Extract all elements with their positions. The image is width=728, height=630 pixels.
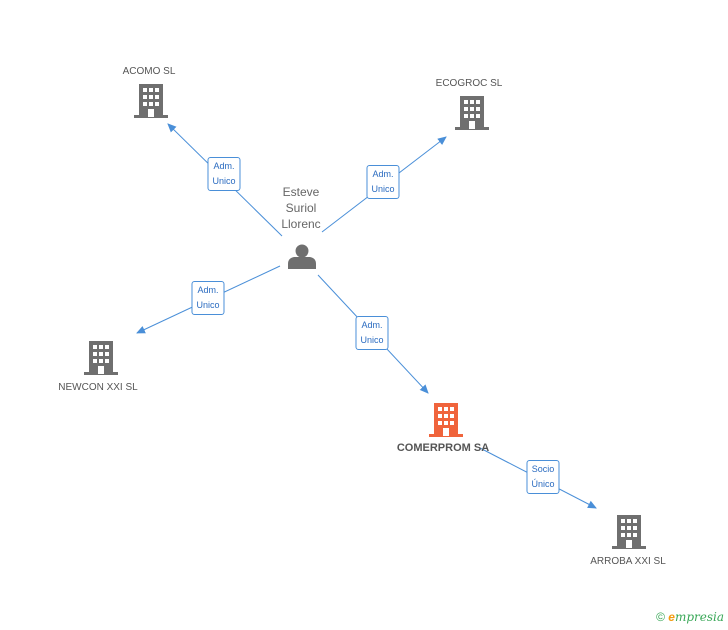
edge-role-line-2: Unico bbox=[212, 176, 236, 186]
building-icon-arroba[interactable] bbox=[612, 515, 646, 549]
edge-role-arroba[interactable]: Socio Único bbox=[526, 460, 560, 494]
person-icon[interactable] bbox=[288, 244, 316, 270]
footer-brand[interactable]: © empresia bbox=[656, 610, 724, 624]
edge-role-line-1: Adm. bbox=[197, 285, 219, 295]
person-name-line-1: Esteve bbox=[282, 185, 320, 199]
edge-role-line-1: Socio bbox=[531, 464, 555, 474]
brand-name: mpresia bbox=[674, 610, 724, 624]
building-icon-comerprom[interactable] bbox=[429, 403, 463, 437]
copyright-icon: © bbox=[656, 610, 665, 624]
person-name[interactable]: Esteve Suriol Llorenc bbox=[271, 184, 331, 232]
person-name-line-2: Suriol bbox=[285, 201, 317, 215]
edge-role-line-2: Unico bbox=[196, 300, 220, 310]
edge-role-comerprom[interactable]: Adm. Unico bbox=[355, 316, 389, 350]
building-icon-acomo[interactable] bbox=[134, 84, 168, 118]
edge-role-ecogroc[interactable]: Adm. Unico bbox=[366, 165, 400, 199]
company-label-newcon[interactable]: NEWCON XXI SL bbox=[58, 382, 138, 393]
company-label-arroba[interactable]: ARROBA XXI SL bbox=[590, 556, 666, 567]
edge-role-line-1: Adm. bbox=[213, 161, 235, 171]
edge-role-line-1: Adm. bbox=[361, 320, 383, 330]
company-label-comerprom[interactable]: COMERPROM SA bbox=[396, 442, 490, 454]
person-name-line-3: Llorenc bbox=[281, 217, 321, 231]
edge-role-line-2: Único bbox=[531, 479, 555, 489]
brand-logo-initial: e bbox=[668, 610, 675, 624]
edge-role-line-2: Unico bbox=[371, 184, 395, 194]
company-label-acomo[interactable]: ACOMO SL bbox=[122, 66, 176, 77]
edge-role-newcon[interactable]: Adm. Unico bbox=[191, 281, 225, 315]
edge-role-acomo[interactable]: Adm. Unico bbox=[207, 157, 241, 191]
edge-role-line-1: Adm. bbox=[372, 169, 394, 179]
building-icon-newcon[interactable] bbox=[84, 341, 118, 375]
building-icon-ecogroc[interactable] bbox=[455, 96, 489, 130]
company-label-ecogroc[interactable]: ECOGROC SL bbox=[435, 78, 503, 89]
edge-role-line-2: Unico bbox=[360, 335, 384, 345]
